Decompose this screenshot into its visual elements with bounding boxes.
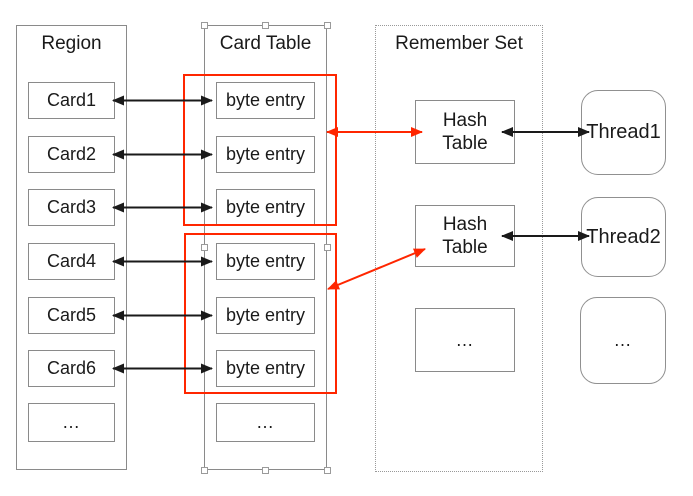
byte-entry-box-6[interactable]: byte entry [216, 350, 315, 387]
card-box-3[interactable]: Card3 [28, 189, 115, 226]
region-title: Region [41, 33, 102, 54]
byte-entry-box-5[interactable]: byte entry [216, 297, 315, 334]
card-ellipsis-label: … [62, 412, 81, 432]
thread-label-2: Thread2 [586, 225, 661, 248]
card-label-6: Card6 [46, 358, 97, 378]
card-box-5[interactable]: Card5 [28, 297, 115, 334]
card-box-ellipsis[interactable]: … [28, 403, 115, 442]
card-table-title: Card Table [219, 33, 312, 54]
selection-handle-middle-left[interactable] [200, 244, 208, 251]
byte-entry-ellipsis-label: … [256, 412, 275, 432]
red-group-rect-2[interactable] [184, 233, 337, 394]
thread-box-1[interactable]: Thread1 [581, 90, 666, 175]
card-label-1: Card1 [46, 90, 97, 110]
remember-set-title: Remember Set [395, 33, 523, 54]
remember-set-ellipsis-box[interactable]: … [415, 308, 515, 372]
selection-handle-bottom-left[interactable] [200, 466, 208, 474]
byte-entry-box-4[interactable]: byte entry [216, 243, 315, 280]
byte-entry-label-5: byte entry [225, 305, 306, 325]
selection-handle-top-right[interactable] [323, 21, 331, 29]
card-label-5: Card5 [46, 305, 97, 325]
selection-handle-middle-right[interactable] [323, 244, 331, 251]
region-container[interactable]: Region [16, 25, 127, 470]
card-box-6[interactable]: Card6 [28, 350, 115, 387]
hash-table-box-1[interactable]: Hash Table [415, 100, 515, 164]
thread-ellipsis-box[interactable]: … [580, 297, 666, 384]
remember-set-ellipsis-label: … [455, 329, 475, 350]
card-label-3: Card3 [46, 197, 97, 217]
card-label-2: Card2 [46, 144, 97, 164]
card-label-4: Card4 [46, 251, 97, 271]
selection-handle-top-left[interactable] [200, 21, 208, 29]
selection-handle-bottom-right[interactable] [323, 466, 331, 474]
byte-entry-box-ellipsis[interactable]: … [216, 403, 315, 442]
byte-entry-label-4: byte entry [225, 251, 306, 271]
card-box-2[interactable]: Card2 [28, 136, 115, 173]
hash-table-label-1: Hash Table [442, 110, 488, 154]
card-box-4[interactable]: Card4 [28, 243, 115, 280]
byte-entry-label-6: byte entry [225, 358, 306, 378]
byte-entry-label-1: byte entry [225, 90, 306, 110]
byte-entry-label-2: byte entry [225, 144, 306, 164]
thread-ellipsis-label: … [613, 330, 633, 350]
selection-handle-top-middle[interactable] [262, 21, 269, 29]
card-box-1[interactable]: Card1 [28, 82, 115, 119]
hash-table-box-2[interactable]: Hash Table [415, 205, 515, 267]
byte-entry-label-3: byte entry [225, 197, 306, 217]
byte-entry-box-1[interactable]: byte entry [216, 82, 315, 119]
thread-label-1: Thread1 [586, 121, 661, 143]
byte-entry-box-2[interactable]: byte entry [216, 136, 315, 173]
hash-table-label-2: Hash Table [442, 214, 488, 258]
red-group-rect-1[interactable] [183, 74, 337, 226]
thread-box-2[interactable]: Thread2 [581, 197, 666, 277]
selection-handle-bottom-middle[interactable] [262, 466, 269, 474]
